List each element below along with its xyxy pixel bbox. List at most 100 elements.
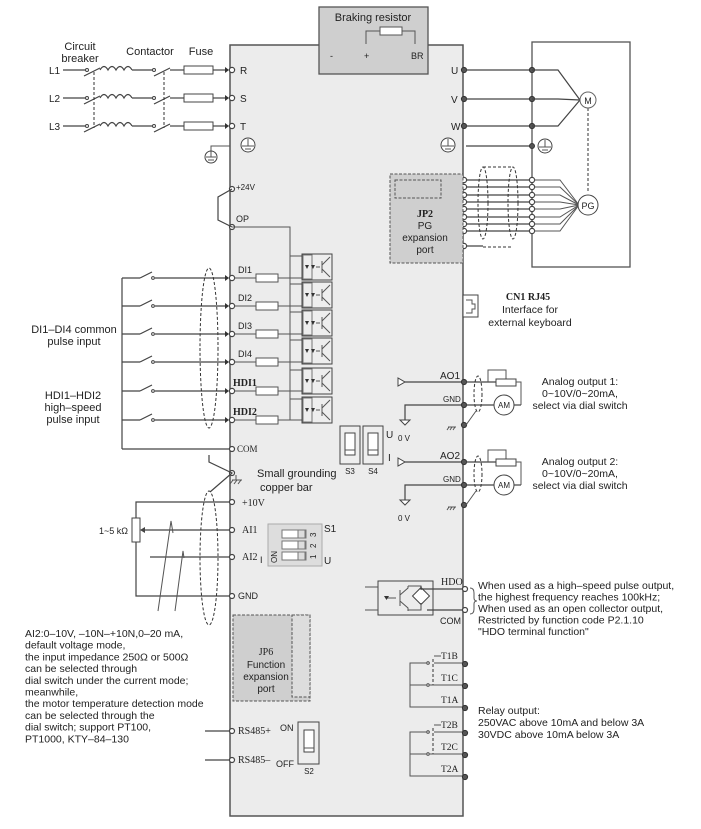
rj45-line2: external keyboard (488, 317, 572, 329)
hdo-section: HDO COM When used as a high–speed pulse … (365, 577, 674, 638)
pg-wire-terminal-1 (528, 176, 536, 184)
relay-note-line: 30VDC above 10mA below 3A (478, 729, 619, 741)
hdi-label-3: pulse input (46, 414, 99, 426)
braking-terminal-br: BR (411, 51, 424, 61)
jp6-line1: Function (247, 660, 285, 671)
fuse-label: Fuse (189, 46, 213, 58)
terminal-label-hdi1: HDI1 (233, 378, 257, 389)
switch-contact (139, 355, 153, 363)
di-common-label: DI1–DI4 common (31, 324, 117, 336)
terminal-ao2: AO2 (440, 451, 460, 462)
braking-resistor-title: Braking resistor (335, 12, 412, 24)
fuse-icon (183, 121, 214, 131)
switch-u-label: U (386, 430, 393, 441)
optocoupler-array (289, 253, 333, 424)
relay-note: Relay output:250VAC above 10mA and below… (478, 705, 644, 741)
motor-icon (579, 91, 597, 109)
relay-terminal-t1c (461, 682, 469, 690)
pg-port-code: JP2 (417, 209, 433, 220)
potentiometer-label: 1~5 kΩ (99, 526, 128, 536)
braking-terminal-plus: + (364, 51, 369, 61)
jp6-code: JP6 (259, 647, 273, 658)
rj45-line1: Interface for (502, 304, 559, 316)
terminal-rs485-plus: RS485+ (238, 726, 271, 737)
terminal-gnd: GND (238, 591, 259, 601)
reactor-coil-icon (99, 121, 133, 128)
terminal-com: COM (237, 444, 258, 454)
ai2-i-label: I (260, 555, 263, 565)
terminal-di3 (228, 330, 236, 338)
grounding-label: Small grounding (257, 468, 337, 480)
braking-resistor-icon (379, 26, 403, 36)
braking-terminal-minus: - (330, 51, 333, 61)
terminal-hdo-com: COM (440, 616, 461, 626)
breaker-contact (83, 95, 101, 105)
ao-gnd-terminal-2 (460, 481, 468, 489)
input-resistor-icon (255, 357, 279, 367)
terminal-s (228, 94, 236, 102)
ao-terminal-1 (460, 378, 468, 386)
ai2-note-line: AI2:0–10V, –10N–+10N,0–20 mA, (25, 628, 183, 640)
pg-wire-terminal-5 (528, 205, 536, 213)
terminal-label-r: R (240, 66, 247, 77)
s1-u-label: U (324, 556, 331, 567)
terminal-u (460, 66, 468, 74)
s2-on-label: ON (280, 723, 294, 733)
hdi-label-2: high–speed (45, 402, 102, 414)
rj45-title: CN1 RJ45 (506, 292, 550, 303)
pg-port-line1: PG (418, 221, 433, 232)
relay-terminal-t1b (461, 660, 469, 668)
hdo-note-line: When used as an open collector output, (478, 603, 663, 615)
switch-s3-s4: S3 S4 U I (339, 425, 393, 476)
function-expansion-port: JP6 Function expansion port (232, 614, 311, 702)
encoder-icon (577, 194, 599, 216)
input-resistor-icon (255, 301, 279, 311)
pg-wire-terminal-2 (528, 183, 536, 191)
reactor-coil-icon (99, 65, 133, 72)
pg-expansion-port: JP2 PG expansion port (389, 173, 464, 264)
relay-terminal-t1a (461, 704, 469, 712)
breaker-contact (83, 123, 101, 133)
ao-gnd-terminal-1 (460, 401, 468, 409)
line-label-l2: L2 (49, 94, 61, 105)
switch-s3-label: S3 (345, 467, 355, 476)
terminal-hdi2 (228, 416, 236, 424)
analog-output-range: 0~10V/0~20mA, (542, 388, 618, 400)
s2-label: S2 (304, 767, 314, 776)
terminal-t2a: T2A (441, 765, 459, 775)
relay-terminal-t2c (461, 751, 469, 759)
grounding-bar: Small grounding copper bar (208, 455, 337, 494)
terminal-hdi1 (228, 387, 236, 395)
pg-port-line3: port (416, 245, 433, 256)
terminal-plus24v: +24V (236, 183, 256, 192)
motor-label: M (584, 96, 592, 106)
jp6-line3: port (257, 684, 274, 695)
terminal-w (460, 122, 468, 130)
analog-output-label: Analog output 2: (542, 456, 618, 468)
fuse-icon (183, 65, 214, 75)
terminal-label-s: S (240, 94, 247, 105)
pg-port-line2: expansion (402, 233, 448, 244)
ammeter-label: AM (498, 401, 510, 410)
ai2-note-line: PT1000, KTY–84–130 (25, 733, 129, 745)
terminal-ao1: AO1 (440, 371, 460, 382)
ao-shield-terminal-2 (460, 501, 468, 509)
potentiometer-icon (131, 517, 141, 543)
circuit-breaker-label-2: breaker (61, 53, 99, 65)
ai2-note-line: default voltage mode, (25, 640, 125, 652)
input-resistor-icon (255, 329, 279, 339)
switch-contact (139, 299, 153, 307)
ammeter-label: AM (498, 481, 510, 490)
relay-note-line: Relay output: (478, 705, 540, 717)
analog-output-note: select via dial switch (532, 400, 627, 412)
terminal-di1 (228, 274, 236, 282)
terminal-plus10v: +10V (242, 498, 266, 509)
contactor-label: Contactor (126, 46, 174, 58)
s2-off-label: OFF (276, 759, 294, 769)
terminal-t2c: T2C (441, 743, 458, 753)
terminal-ai1: AI1 (242, 525, 258, 536)
ai2-note: AI2:0–10V, –10N–+10N,0–20 mA,default vol… (25, 628, 204, 745)
switch-i-label: I (388, 453, 391, 464)
switch-contact (139, 384, 153, 392)
